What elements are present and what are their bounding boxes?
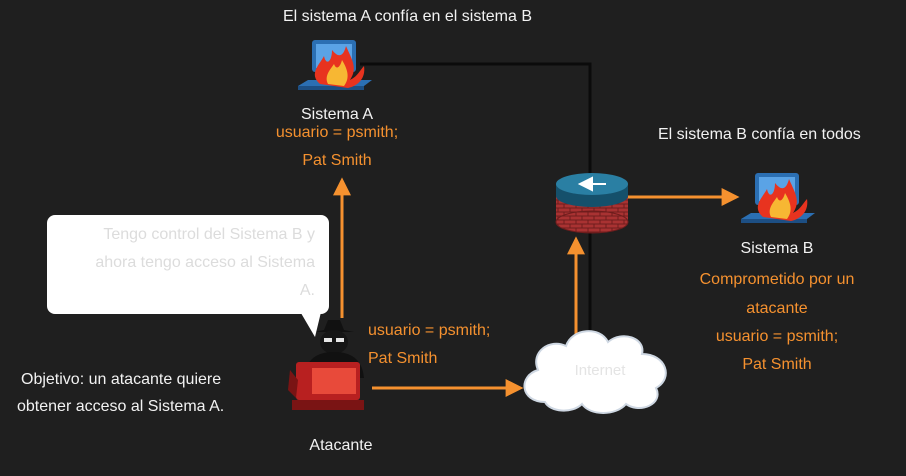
trust-b-label: El sistema B confía en todos xyxy=(658,126,861,143)
attacker-user: usuario = psmith; xyxy=(368,322,491,339)
attack-arrows xyxy=(333,177,740,397)
firewall-router-icon xyxy=(555,173,629,234)
system-a-name: Sistema A xyxy=(300,106,374,123)
speech-bubble-text: Tengo control del Sistema B y ahora teng… xyxy=(55,221,315,305)
objective-line-2: obtener acceso al Sistema A. xyxy=(17,398,225,415)
trust-a-label: El sistema A confía en el sistema B xyxy=(283,8,533,25)
bubble-line-2: ahora tengo acceso al Sistema xyxy=(95,254,315,271)
attacker-fullname: Pat Smith xyxy=(368,350,438,367)
system-b-user: usuario = psmith; xyxy=(715,328,839,345)
speech-bubble-box: Tengo control del Sistema B y ahora teng… xyxy=(47,215,329,314)
attacker-name: Atacante xyxy=(309,437,373,454)
system-a-user: usuario = psmith; xyxy=(275,124,399,141)
system-b-status-2: atacante xyxy=(746,300,808,317)
system-b-computer-icon xyxy=(741,173,815,223)
system-b-fullname: Pat Smith xyxy=(742,356,812,373)
objective-line-1: Objetivo: un atacante quiere xyxy=(21,371,222,388)
system-b-status-1: Comprometido por un xyxy=(699,271,855,288)
connector-lines xyxy=(360,62,592,338)
link-system-a-firewall xyxy=(360,62,592,188)
internet-cloud-icon xyxy=(523,330,667,414)
system-a-fullname: Pat Smith xyxy=(302,152,372,169)
bubble-line-1: Tengo control del Sistema B y xyxy=(103,226,315,243)
attacker-hacker-icon xyxy=(288,320,364,410)
internet-label: Internet xyxy=(574,362,626,379)
system-b-name: Sistema B xyxy=(740,240,814,257)
bubble-line-3: A. xyxy=(299,282,315,299)
system-a-computer-icon xyxy=(298,40,372,90)
